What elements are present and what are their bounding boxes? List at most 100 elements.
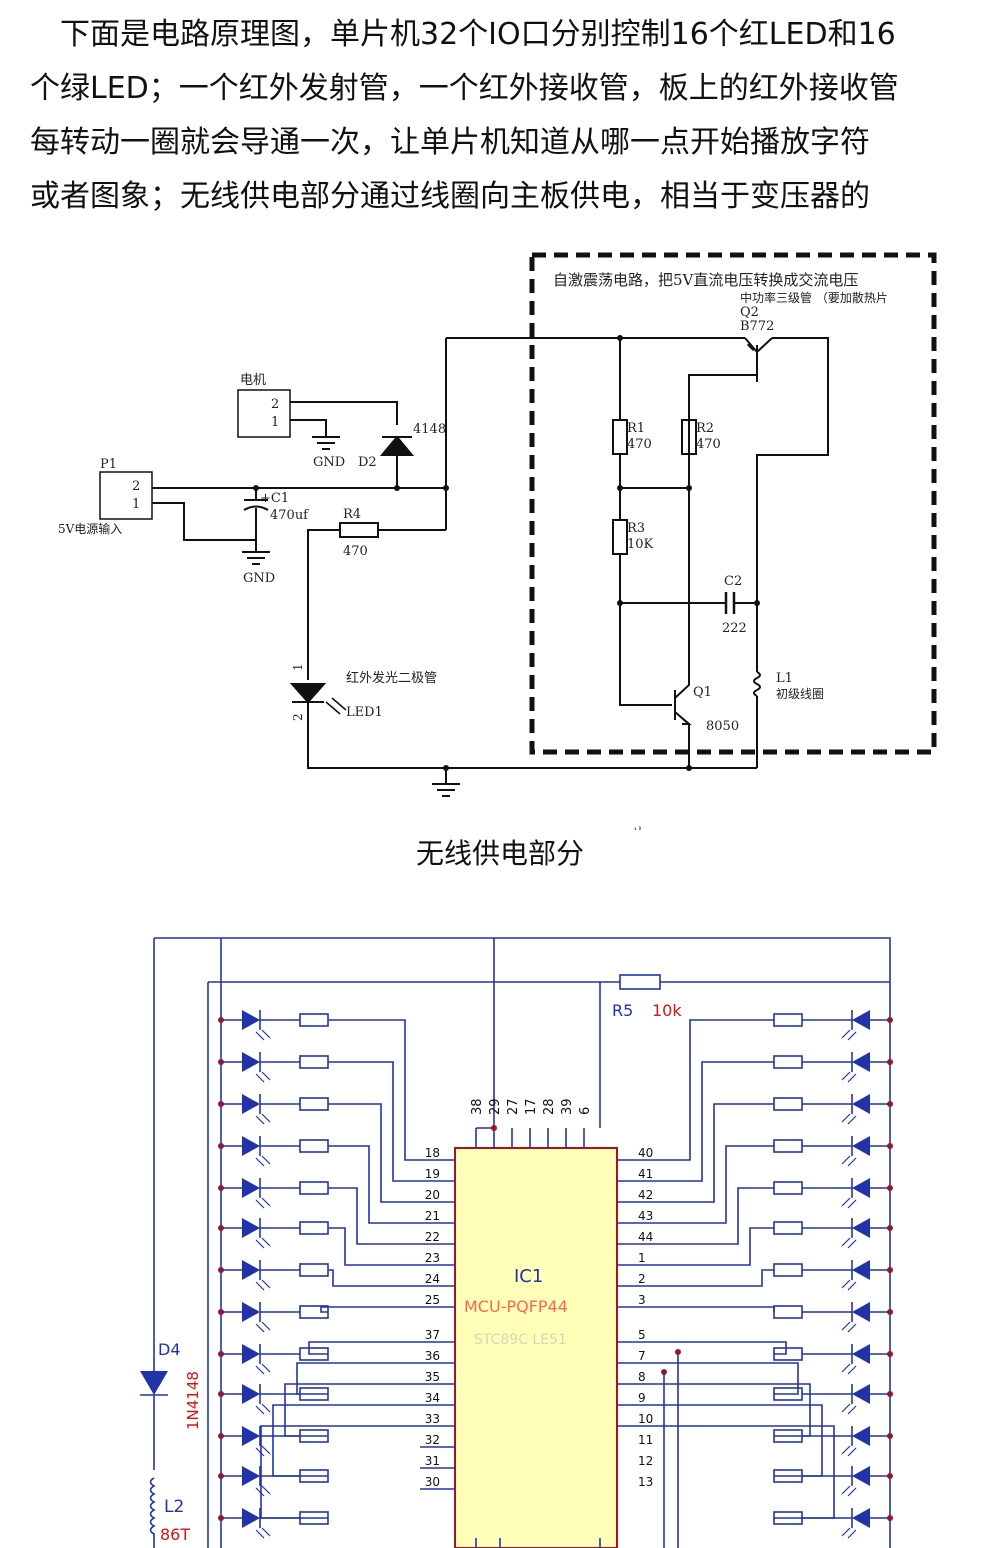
wire <box>617 1187 774 1245</box>
right-pin-number: 1 <box>638 1251 646 1265</box>
led-emit-arrows <box>255 1029 271 1041</box>
top-pin-number: 29 <box>488 1098 503 1115</box>
led-emit-arrows <box>255 1445 271 1457</box>
led-emit-arrows <box>255 1527 271 1539</box>
right-pin-number: 8 <box>638 1370 646 1384</box>
led1-emit-arrows <box>325 697 347 715</box>
q2-transistor <box>688 337 829 605</box>
top-pin-number: 17 <box>524 1098 539 1115</box>
intro-line: 或者图象；无线供电部分通过线圈向主板供电，相当于变压器的 <box>30 179 870 214</box>
top-pin-number: 39 <box>560 1098 575 1115</box>
ic1-ref: IC1 <box>514 1266 543 1287</box>
d2-ref: D2 <box>358 455 377 470</box>
q1-ref: Q1 <box>693 685 712 700</box>
wire <box>663 1352 679 1548</box>
led-emit-arrows <box>841 1071 857 1083</box>
left-pin-number: 37 <box>425 1328 440 1342</box>
top-pin-number: 27 <box>506 1098 521 1115</box>
wire <box>328 1187 455 1245</box>
led-emit-arrows <box>255 1197 271 1209</box>
wire <box>617 1362 799 1395</box>
left-pin-number: 18 <box>425 1146 440 1160</box>
led-diode <box>242 1508 260 1528</box>
led-emit-arrows <box>841 1113 857 1125</box>
wire <box>328 1227 455 1266</box>
led-diode <box>242 1384 260 1404</box>
led-diode <box>242 1218 260 1238</box>
wire <box>617 1145 774 1224</box>
wire <box>328 1019 455 1161</box>
led-diode <box>852 1426 870 1446</box>
led-diode <box>852 1260 870 1280</box>
right-pin-number: 11 <box>638 1433 653 1447</box>
led1-note: 红外发光二极管 <box>346 670 437 686</box>
led-emit-arrows <box>841 1485 857 1497</box>
wire <box>617 1383 811 1437</box>
intro-paragraph: 下面是电路原理图，单片机32个IO口分别控制16个红LED和16 个绿LED；一… <box>30 8 980 224</box>
led-resistor <box>773 1221 803 1235</box>
c1-value: 470uf <box>270 508 309 523</box>
led-diode <box>242 1052 260 1072</box>
led-emit-arrows <box>841 1403 857 1415</box>
l2-value: 86T <box>160 1525 190 1544</box>
l1-ref: L1 <box>776 671 793 686</box>
led-emit-arrows <box>841 1279 857 1291</box>
led-emit-arrows <box>255 1113 271 1125</box>
led-emit-arrows <box>841 1527 857 1539</box>
ic1-part: MCU-PQFP44 <box>464 1297 568 1316</box>
wire <box>617 1404 823 1477</box>
led-diode <box>852 1136 870 1156</box>
wire <box>284 1383 455 1437</box>
wire <box>308 1341 455 1355</box>
led-resistor <box>299 1181 329 1195</box>
p1-pin: 2 <box>132 479 140 494</box>
led-emit-arrows <box>841 1363 857 1375</box>
left-pin-number: 23 <box>425 1251 440 1265</box>
led-emit-arrows <box>841 1321 857 1333</box>
led1-pin: 1 <box>291 663 305 671</box>
left-pin-number: 35 <box>425 1370 440 1384</box>
c1-capacitor <box>243 499 269 511</box>
wire <box>328 1061 455 1182</box>
led-diode <box>852 1344 870 1364</box>
led-diode <box>242 1260 260 1280</box>
led-emit-arrows <box>255 1363 271 1375</box>
r1-value: 470 <box>627 437 652 452</box>
wire <box>328 1103 455 1203</box>
led-diode <box>242 1178 260 1198</box>
led-emit-arrows <box>841 1155 857 1167</box>
wire <box>617 1061 774 1182</box>
left-pin-number: 22 <box>425 1230 440 1244</box>
wire <box>617 1425 835 1519</box>
q2-part: B772 <box>740 319 774 334</box>
top-pin-number: 28 <box>542 1098 557 1115</box>
q2-ref: Q2 <box>740 305 759 320</box>
left-pin-number: 25 <box>425 1293 440 1307</box>
led-resistor <box>299 1263 329 1277</box>
ic1-chip <box>454 1147 618 1548</box>
right-pin-number: 42 <box>638 1188 653 1202</box>
intro-line: 下面是电路原理图，单片机32个IO口分别控制16个红LED和16 <box>60 17 896 52</box>
q1-part: 8050 <box>706 719 739 734</box>
gnd-symbol <box>242 551 270 565</box>
right-pin-number: 12 <box>638 1454 653 1468</box>
r4-value: 470 <box>343 544 368 559</box>
led-diode <box>852 1466 870 1486</box>
right-pin-number: 44 <box>638 1230 653 1244</box>
led-diode <box>242 1466 260 1486</box>
led-diode <box>242 1344 260 1364</box>
wire <box>296 1362 455 1395</box>
led1-ref: LED1 <box>346 705 383 720</box>
led-diode <box>242 1136 260 1156</box>
led-resistor <box>299 1139 329 1153</box>
led-emit-arrows <box>255 1321 271 1333</box>
led-diode <box>852 1052 870 1072</box>
wire <box>260 1425 455 1519</box>
d2-part: 4148 <box>413 422 446 437</box>
wire <box>617 1306 775 1312</box>
r3-ref: R3 <box>627 521 645 536</box>
junction-dot <box>491 1125 497 1131</box>
led-resistor <box>773 1139 803 1153</box>
right-pin-number: 40 <box>638 1146 653 1160</box>
